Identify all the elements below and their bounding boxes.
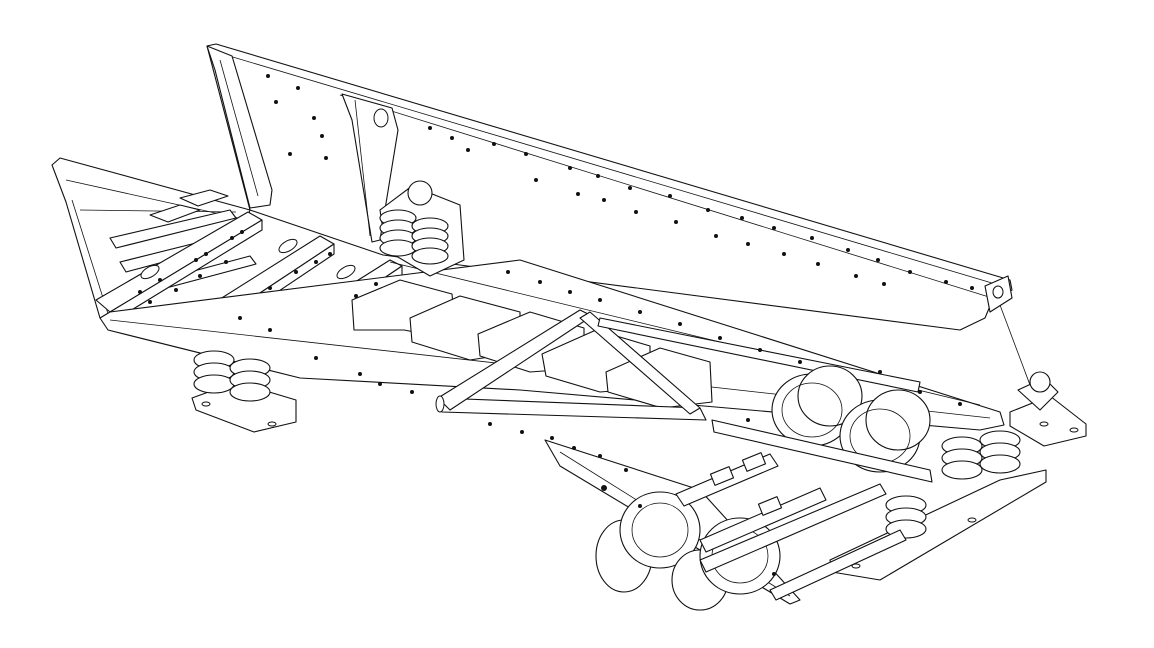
bolt-pattern-front-plate bbox=[148, 260, 962, 576]
spring-assembly-rear-right bbox=[1009, 371, 1087, 447]
support-wire bbox=[999, 304, 1031, 386]
spring-assembly-rear-left bbox=[379, 180, 465, 277]
rear-lifting-lug bbox=[984, 275, 1013, 313]
lower-frame-rails bbox=[699, 419, 933, 601]
drive-shaft-2 bbox=[699, 487, 827, 553]
bolt-pattern-rear-plate bbox=[266, 74, 974, 290]
rear-stiffener-mid bbox=[341, 93, 399, 243]
lifting-eye-icon bbox=[373, 108, 389, 128]
bolt-pattern-beams bbox=[138, 230, 378, 298]
rear-stiffener-left bbox=[206, 45, 273, 209]
spring-assembly-front-left bbox=[191, 350, 297, 433]
exciter-motor-3 bbox=[595, 491, 701, 593]
spring-assembly-front-right bbox=[829, 430, 1047, 581]
exciter-motor-1 bbox=[771, 365, 863, 447]
drive-shaft-1 bbox=[675, 452, 779, 507]
rear-side-plate bbox=[206, 43, 1013, 331]
